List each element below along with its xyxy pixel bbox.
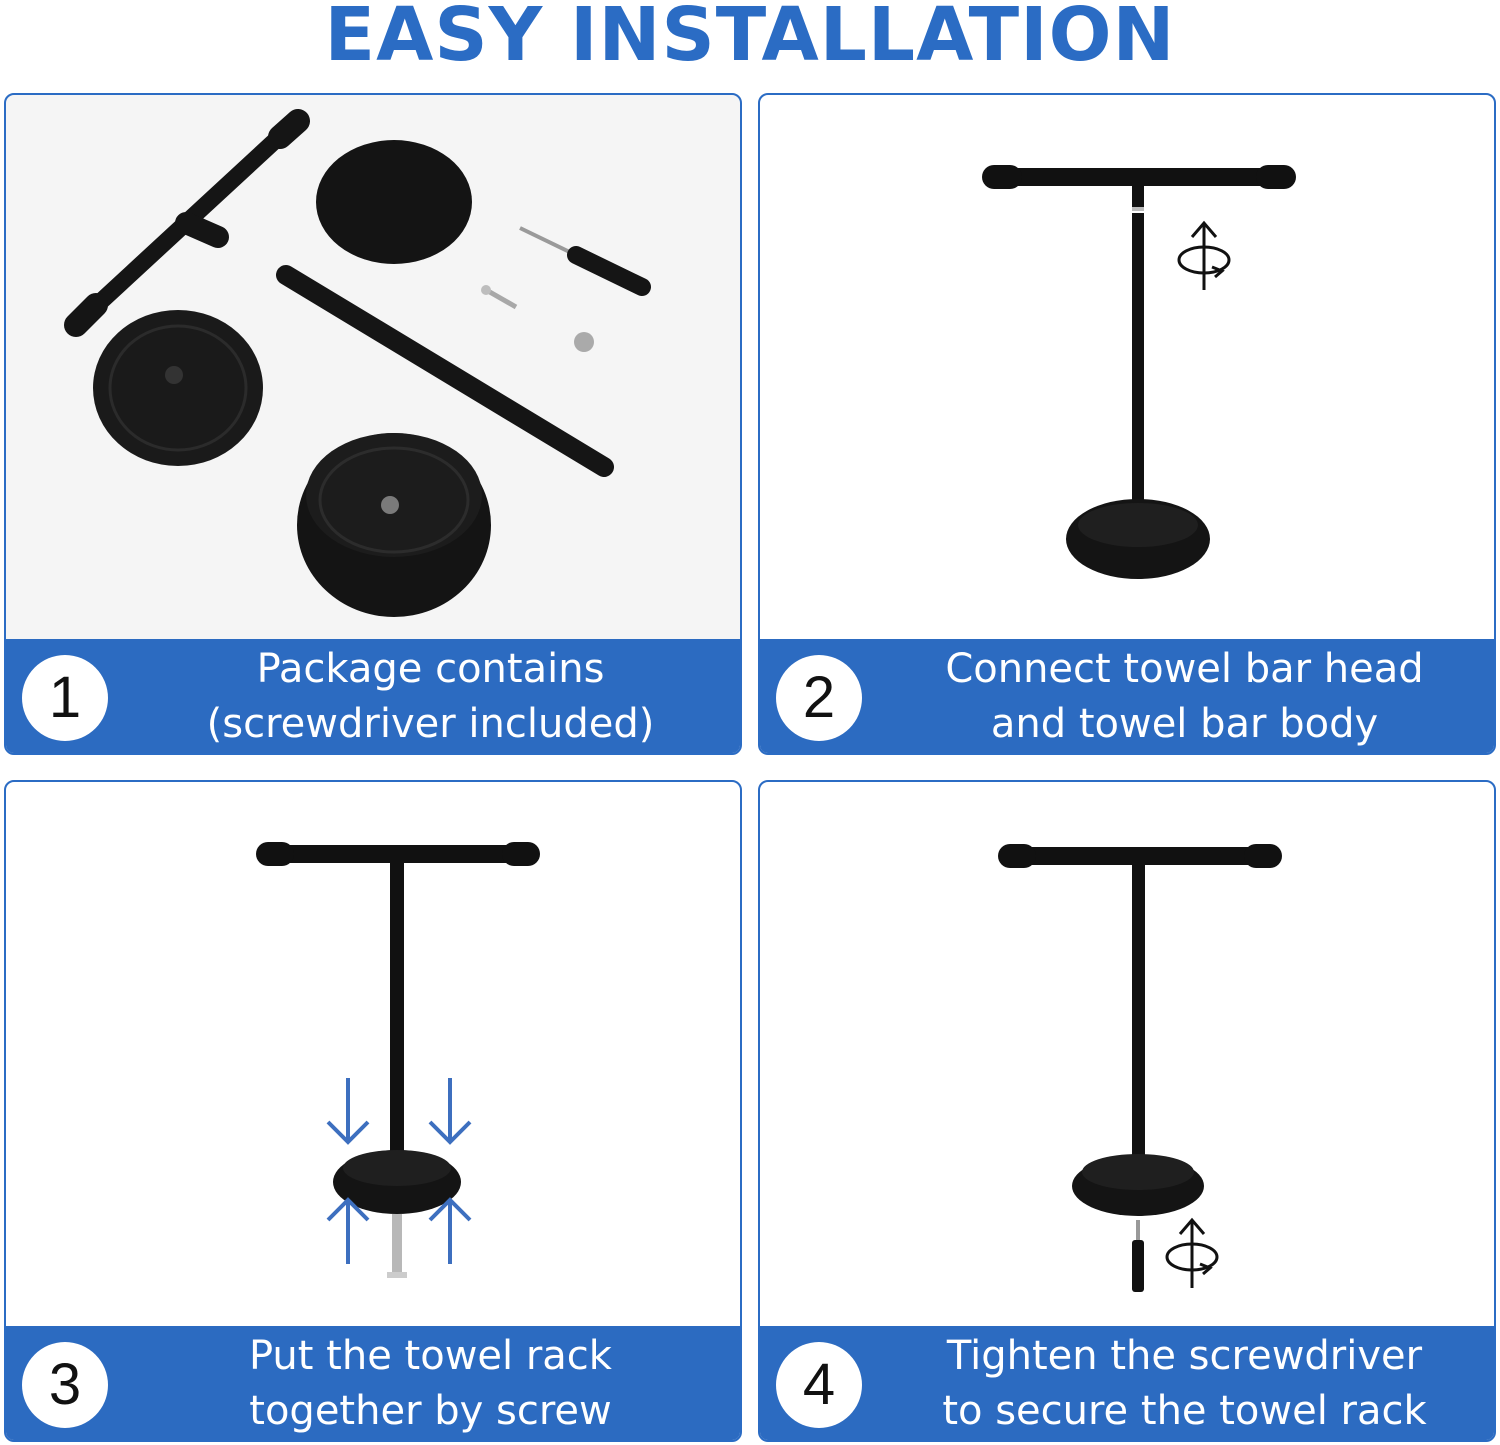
caption-bar: 4 Tighten the screwdriver to secure the …	[760, 1326, 1494, 1440]
step-number-badge: 2	[776, 655, 862, 741]
screwdriver-icon	[1132, 1220, 1144, 1292]
tighten-screw-illustration	[998, 844, 1282, 1292]
page-title: EASY INSTALLATION	[324, 0, 1176, 78]
step-panel-1: 1 Package contains (screwdriver included…	[4, 93, 742, 755]
screw-part	[481, 285, 518, 310]
step-number-badge: 3	[22, 1342, 108, 1428]
towel-stand-icon	[256, 842, 540, 1214]
base-cover-part	[297, 433, 491, 617]
base-weight-part	[93, 310, 263, 466]
rotate-arrow-icon	[1165, 1217, 1219, 1288]
caption-bar: 1 Package contains (screwdriver included…	[6, 639, 740, 753]
up-arrow-icon	[326, 1197, 370, 1264]
towel-stand-icon	[982, 165, 1296, 579]
caption-line: together by screw	[249, 1388, 612, 1434]
step-panel-4: 4 Tighten the screwdriver to secure the …	[758, 780, 1496, 1442]
towel-bar-head-part	[64, 109, 310, 337]
caption-line: to secure the towel rack	[942, 1388, 1427, 1434]
caption-line: Connect towel bar head	[945, 646, 1424, 692]
down-arrow-icon	[326, 1078, 370, 1145]
down-arrow-icon	[428, 1078, 472, 1145]
up-arrow-icon	[428, 1197, 472, 1264]
caption-line: and towel bar body	[990, 701, 1379, 747]
towel-stand-icon	[998, 844, 1282, 1216]
step-number-badge: 1	[22, 655, 108, 741]
screw-part	[387, 1214, 407, 1278]
caption-bar: 3 Put the towel rack together by screw	[6, 1326, 740, 1440]
step-caption: Put the towel rack together by screw	[131, 1330, 730, 1438]
step-caption: Connect towel bar head and towel bar bod…	[885, 643, 1484, 751]
package-contents-illustration	[64, 109, 651, 617]
foam-pad-part	[316, 140, 472, 264]
step-panel-2: 2 Connect towel bar head and towel bar b…	[758, 93, 1496, 755]
step-caption: Package contains (screwdriver included)	[131, 643, 730, 751]
connect-head-illustration	[982, 165, 1296, 579]
step-caption: Tighten the screwdriver to secure the to…	[885, 1330, 1484, 1438]
step-panel-3: 3 Put the towel rack together by screw	[4, 780, 742, 1442]
caption-line: Package contains	[256, 646, 605, 692]
caption-line: (screwdriver included)	[206, 701, 655, 747]
caption-bar: 2 Connect towel bar head and towel bar b…	[760, 639, 1494, 753]
rotate-arrow-icon	[1177, 220, 1231, 290]
washer-part	[574, 332, 594, 352]
caption-line: Put the towel rack	[249, 1333, 612, 1379]
screw-together-illustration	[256, 842, 540, 1278]
screwdriver-icon	[519, 226, 651, 296]
caption-line: Tighten the screwdriver	[946, 1333, 1423, 1379]
step-number-badge: 4	[776, 1342, 862, 1428]
towel-bar-body-part	[276, 265, 614, 477]
